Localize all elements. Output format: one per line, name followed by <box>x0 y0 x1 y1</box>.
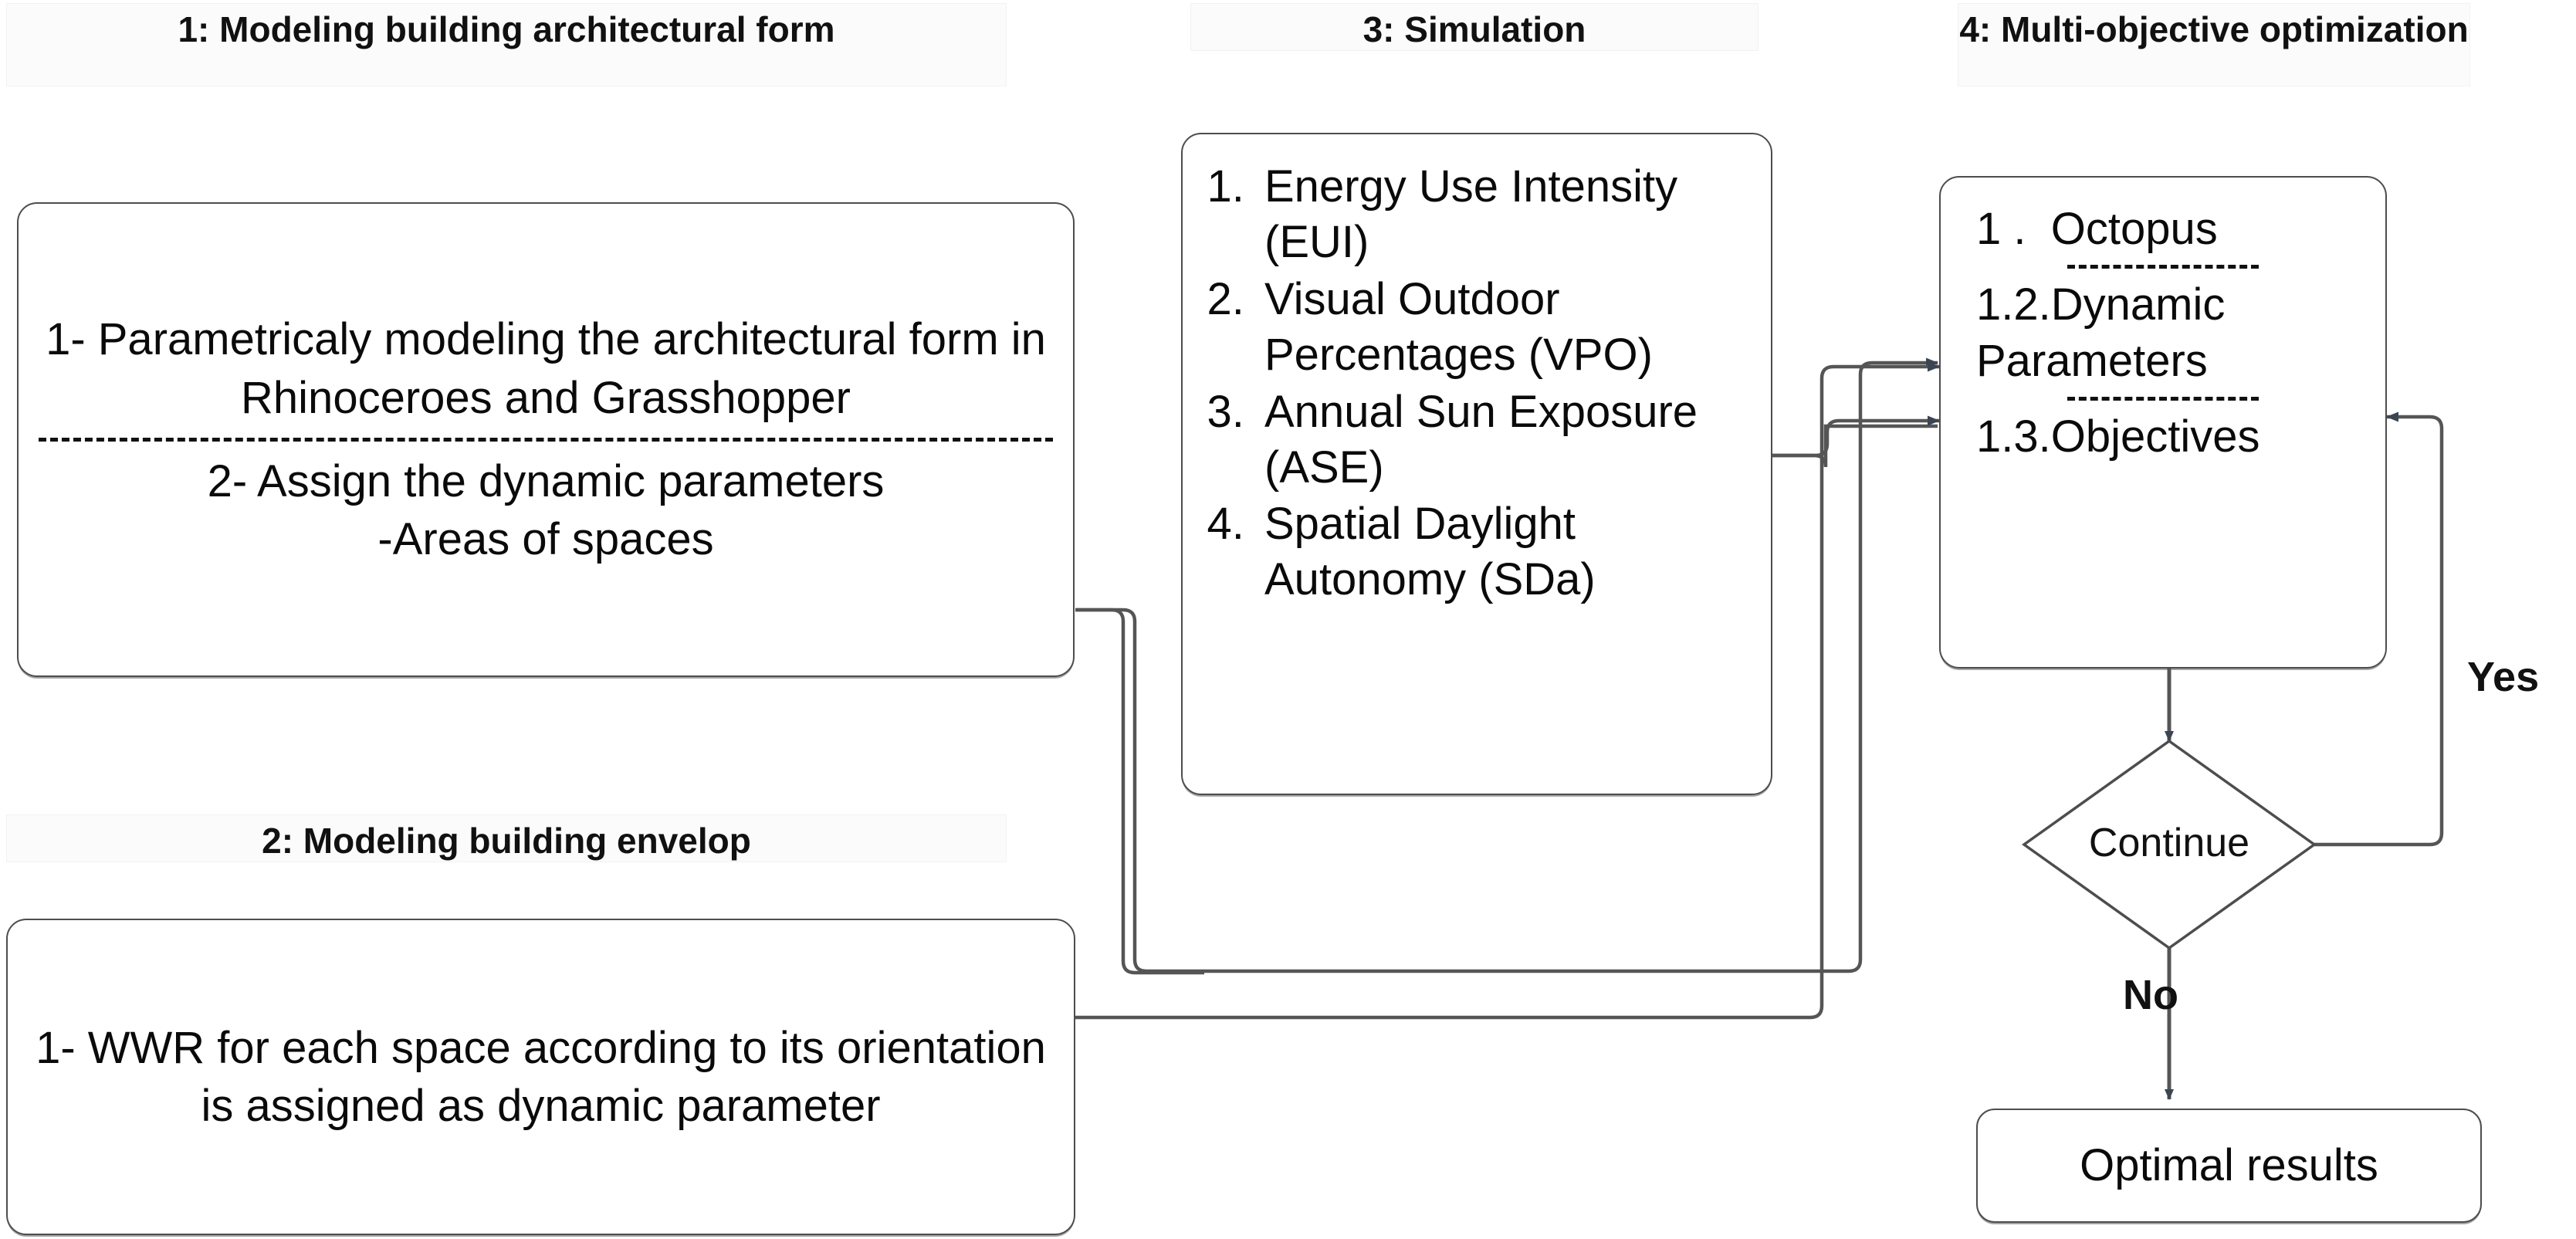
header-step-2: 2: Modeling building envelop <box>6 814 1007 862</box>
terminal-optimal-results-box: Optimal results <box>1976 1109 2482 1223</box>
list-item: Annual Sun Exposure (ASE) <box>1257 384 1757 496</box>
connector-step3-to-step4 <box>1772 426 1938 467</box>
list-item: Spatial Daylight Autonomy (SDa) <box>1257 496 1757 608</box>
header-step-3-label: 3: Simulation <box>1362 9 1586 49</box>
step4-content-box: 1 . Octopus 1.2.Dynamic Parameters 1.3.O… <box>1939 176 2387 669</box>
step4-item-1: 1 . Octopus <box>1976 204 2218 254</box>
header-step-1: 1: Modeling building architectural form <box>6 3 1007 86</box>
step1-content-box: 1- Parametricaly modeling the architectu… <box>17 202 1075 677</box>
step1-item-2-line-1: 2- Assign the dynamic parameters <box>207 456 885 506</box>
connector-step1-riser <box>1075 610 1123 961</box>
header-step-4-label: 4: Multi-objective optimization <box>1959 9 2469 49</box>
list-item: Energy Use Intensity (EUI) <box>1257 159 1757 270</box>
edge-label-yes: Yes <box>2467 653 2539 701</box>
step4-item-3: 1.3.Objectives <box>1976 411 2260 462</box>
step2-item-1: 1- WWR for each space according to its o… <box>36 1022 1046 1131</box>
step4-item-2-line-1: 1.2.Dynamic <box>1976 279 2226 330</box>
terminal-label: Optimal results <box>2080 1140 2378 1191</box>
simulation-objective-list: Energy Use Intensity (EUI) Visual Outdoo… <box>1183 159 1771 609</box>
header-step-2-label: 2: Modeling building envelop <box>262 821 751 861</box>
edge-label-no: No <box>2123 971 2178 1019</box>
step4-divider-2-icon <box>2067 397 2259 401</box>
list-item: Visual Outdoor Percentages (VPO) <box>1257 272 1757 383</box>
connector-step1-to-step3 <box>1123 961 1204 973</box>
decision-label: Continue <box>2024 820 2314 866</box>
step1-item-2-line-2: -Areas of spaces <box>377 514 714 565</box>
header-step-4: 4: Multi-objective optimization <box>1958 3 2470 86</box>
step4-divider-1-icon <box>2067 265 2259 269</box>
header-step-3: 3: Simulation <box>1190 3 1759 51</box>
step1-item-1: 1- Parametricaly modeling the architectu… <box>46 314 1046 423</box>
edge-label-no-text: No <box>2123 972 2178 1018</box>
step4-item-2-line-2: Parameters <box>1976 336 2208 387</box>
decision-label-text: Continue <box>2088 821 2250 865</box>
connector-step3-to-step4-seg <box>1772 415 1940 455</box>
optimization-list: 1 . Octopus 1.2.Dynamic Parameters 1.3.O… <box>1941 201 2385 465</box>
header-step-1-label: 1: Modeling building architectural form <box>178 9 835 49</box>
step3-content-box: Energy Use Intensity (EUI) Visual Outdoo… <box>1181 133 1772 795</box>
step1-divider-icon <box>39 438 1053 442</box>
step2-content-box: 1- WWR for each space according to its o… <box>6 919 1075 1235</box>
edge-label-yes-text: Yes <box>2467 654 2540 700</box>
